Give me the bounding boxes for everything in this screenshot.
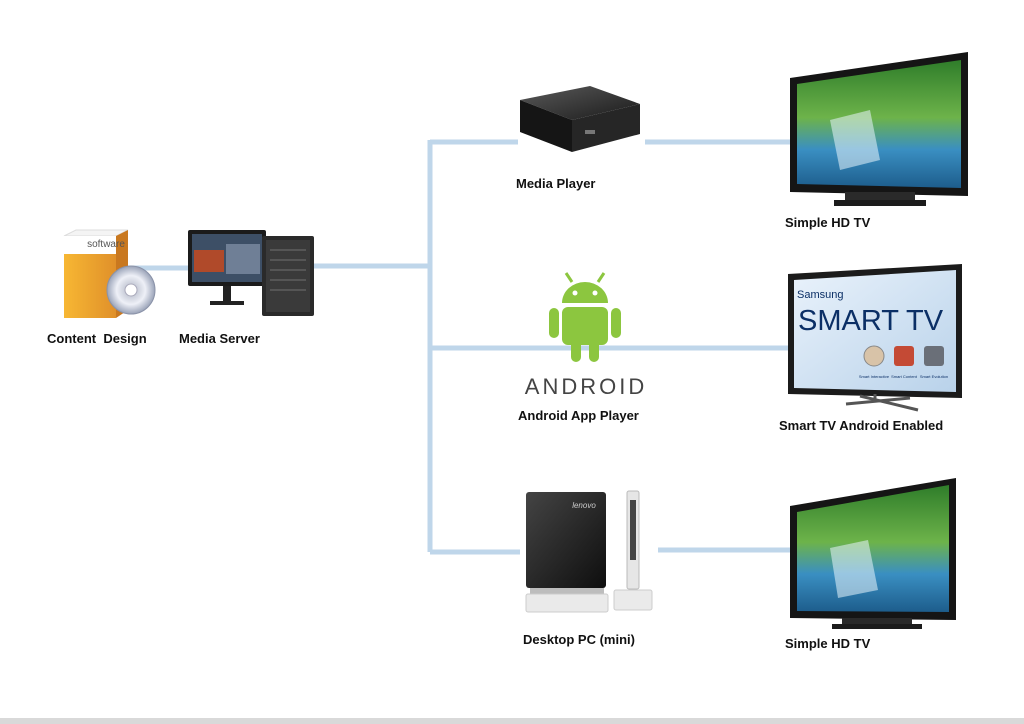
label-smart-tv: Smart TV Android Enabled (779, 418, 944, 433)
smart-tv-brand-line2: SMART TV (798, 305, 944, 337)
bottom-bar (0, 718, 1024, 724)
smart-tv-brand-line1: Samsung (797, 289, 843, 301)
software-box-text: software (87, 239, 125, 250)
smart-tv-app-label-1: Smart Interactive (859, 374, 890, 379)
media-player-icon (520, 86, 640, 152)
label-media-server: Media Server (179, 331, 260, 346)
mini-pc-brand: lenovo (572, 501, 596, 510)
smart-tv-icon: Samsung SMART TV Smart Interactive Smart… (788, 264, 962, 412)
label-desktop-pc-mini: Desktop PC (mini) (523, 632, 635, 647)
simple-hd-tv-top-icon (790, 52, 968, 206)
smart-tv-app-label-2: Smart Content (891, 374, 918, 379)
android-robot-icon (549, 272, 621, 362)
media-server-tower-icon (262, 236, 314, 316)
label-simple-hd-tv-top: Simple HD TV (785, 215, 871, 230)
desktop-pc-mini-icon: lenovo (525, 490, 653, 613)
cd-icon (106, 265, 156, 315)
label-content-design: Content Design (47, 331, 147, 346)
connector-lines (120, 139, 790, 555)
label-simple-hd-tv-bottom: Simple HD TV (785, 636, 871, 651)
smart-tv-app-label-3: Smart Evolution (920, 374, 948, 379)
label-media-player: Media Player (516, 176, 596, 191)
media-server-monitor-icon (188, 230, 266, 305)
simple-hd-tv-bottom-icon (790, 478, 956, 629)
android-wordmark: ANDROID (525, 374, 647, 399)
label-android-app-player: Android App Player (518, 408, 639, 423)
